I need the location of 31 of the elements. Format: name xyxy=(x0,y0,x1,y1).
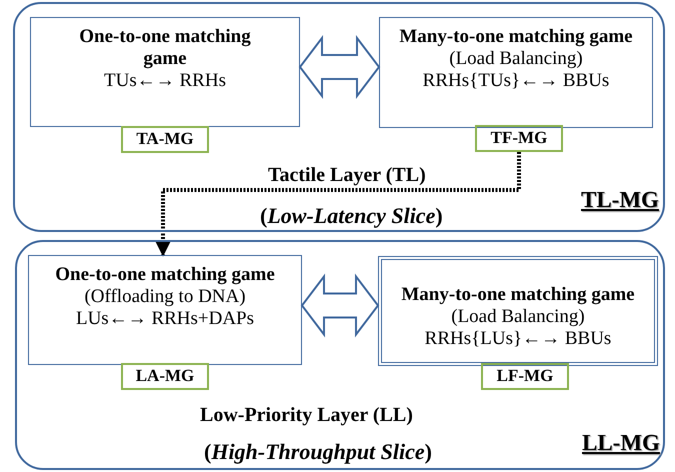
process-box xyxy=(378,256,658,366)
layer-tag: TL-MG xyxy=(581,187,659,213)
box-heading: Many-to-one matching game (Load Balancing) xyxy=(400,284,636,328)
process-box xyxy=(379,17,653,128)
tag-label xyxy=(121,363,209,390)
slice-label: (High-Throughput Slice) xyxy=(204,439,432,465)
dotted-arrow xyxy=(155,152,521,257)
double-block-arrow xyxy=(300,274,380,338)
tag-label xyxy=(475,125,563,152)
box-heading: One-to-one matching game xyxy=(78,26,252,70)
process-box xyxy=(30,17,300,127)
tag-text: LA-MG xyxy=(134,365,196,387)
layer-title: Tactile Layer (TL) xyxy=(268,164,426,187)
tag-text: TF-MG xyxy=(490,127,548,149)
double-block-arrow xyxy=(298,35,380,99)
mapping-text: TUs←→ RRHs xyxy=(103,70,227,92)
box-heading: Many-to-one matching game (Load Balancing) xyxy=(398,26,634,70)
mapping-text: LUs←→ RRHs+DAPs xyxy=(74,308,256,330)
layer-panel xyxy=(15,240,665,470)
box-heading: One-to-one matching game (Offloading to DNA) xyxy=(54,264,276,308)
layer-tag: LL-MG xyxy=(582,430,660,456)
tag-text: TA-MG xyxy=(135,128,195,150)
mapping-text: RRHs{TUs}←→ BBUs xyxy=(422,70,610,92)
tag-label xyxy=(481,363,569,390)
process-box xyxy=(28,255,302,365)
mapping-text: RRHs{LUs}←→ BBUs xyxy=(424,328,612,350)
layer-title: Low-Priority Layer (LL) xyxy=(200,404,413,427)
tag-label xyxy=(121,126,209,153)
tag-text: LF-MG xyxy=(496,365,554,387)
layer-panel xyxy=(13,2,665,232)
slice-label: (Low-Latency Slice) xyxy=(260,203,443,229)
